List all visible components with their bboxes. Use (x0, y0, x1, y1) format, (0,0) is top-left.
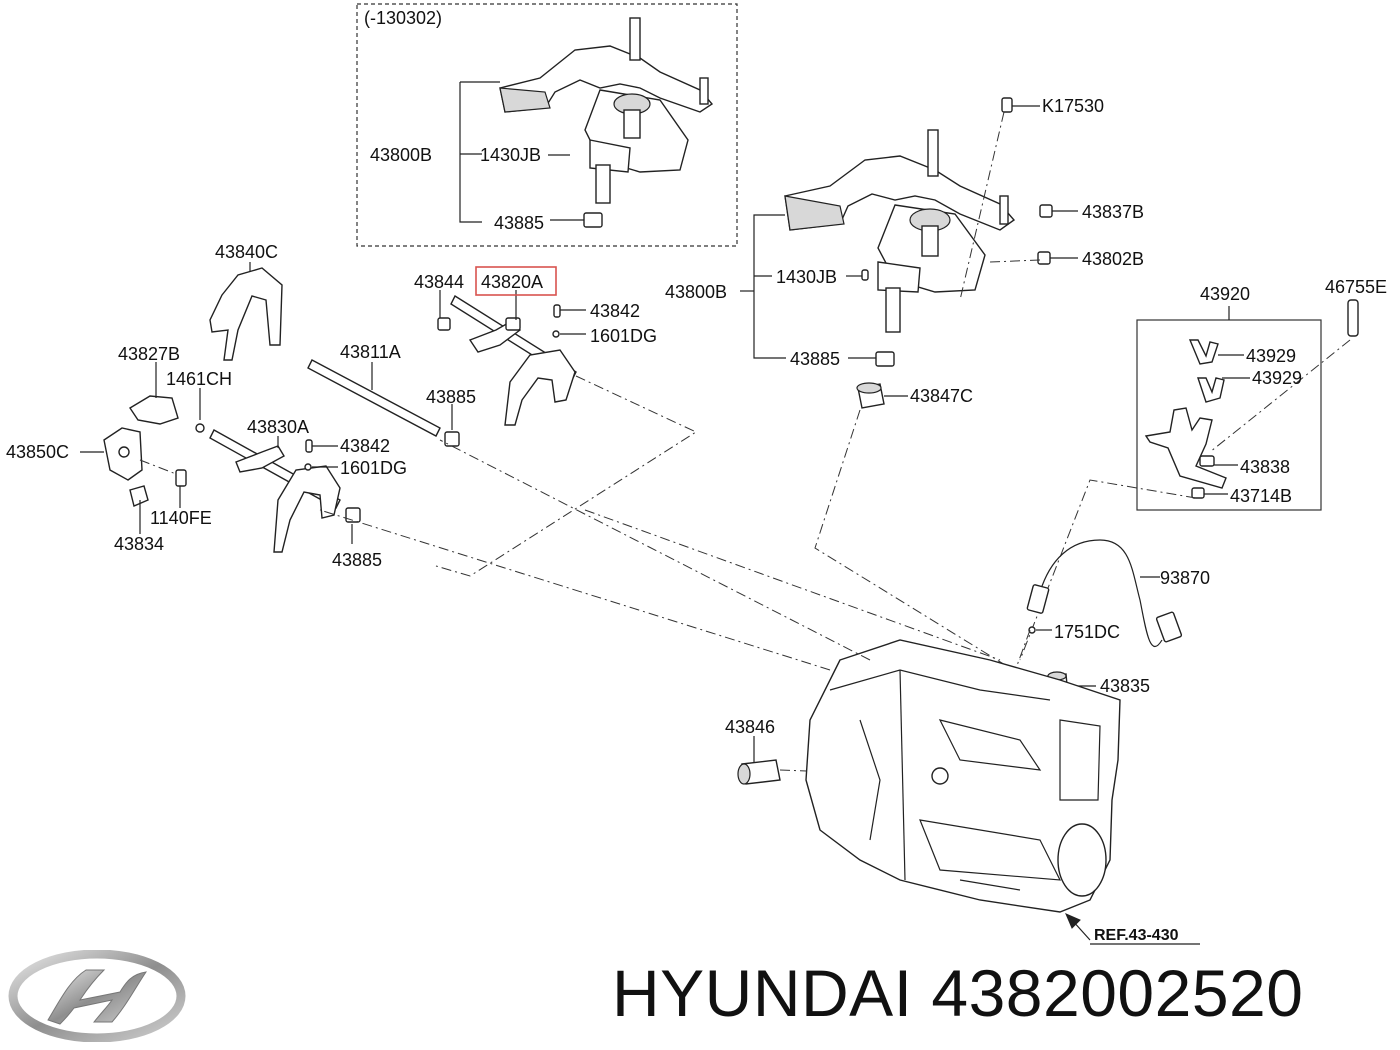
label-1601dg-top: 1601DG (590, 326, 657, 346)
label-43844: 43844 (414, 272, 464, 292)
clip-43929-b (1197, 377, 1225, 403)
label-43885-mid: 43885 (426, 387, 476, 407)
label-k17530: K17530 (1042, 96, 1104, 116)
label-1430jb: 1430JB (776, 267, 837, 287)
label-43820a: 43820A (481, 272, 543, 292)
variant-box-label: (-130302) (364, 8, 442, 28)
label-43929-a: 43929 (1246, 346, 1296, 366)
label-43885-low: 43885 (332, 550, 382, 570)
hyundai-logo (8, 950, 186, 1042)
label-43838: 43838 (1240, 457, 1290, 477)
label-1461ch: 1461CH (166, 369, 232, 389)
part-number: 4382002520 (931, 956, 1304, 1030)
select-lever-bracket (103, 395, 205, 507)
sensor-93870 (1026, 539, 1183, 647)
label-43842-low: 43842 (340, 436, 390, 456)
label-1140fe: 1140FE (150, 508, 212, 528)
part-caption: HYUNDAI 4382002520 (612, 955, 1303, 1031)
shift-rail-43811a (307, 359, 441, 437)
inset-label-1430jb: 1430JB (480, 145, 541, 165)
shift-fork-upper (504, 349, 576, 426)
highlight-box-43820a (475, 266, 557, 296)
reference-label: REF.43-430 (1094, 927, 1179, 944)
label-46755e: 46755E (1325, 277, 1387, 297)
inset-bushing (583, 212, 603, 228)
label-43830a: 43830A (247, 417, 309, 437)
label-43920: 43920 (1200, 284, 1250, 304)
main-shift-lever-assembly (784, 97, 1053, 367)
variant-inset: (-130302) 43800B 1430JB 43885 (356, 3, 738, 247)
label-93870: 93870 (1160, 568, 1210, 588)
label-43835: 43835 (1100, 676, 1150, 696)
bolt-43837b (1039, 204, 1053, 218)
label-43834: 43834 (114, 534, 164, 554)
label-43827b: 43827B (118, 344, 180, 364)
inset-label-43885: 43885 (494, 213, 544, 233)
label-1601dg-low: 1601DG (340, 458, 407, 478)
shift-fork-43840c (209, 267, 283, 361)
label-43885-main: 43885 (790, 349, 840, 369)
label-43847c: 43847C (910, 386, 973, 406)
transmission-housing (319, 439, 1121, 913)
label-43929-b: 43929 (1252, 368, 1302, 388)
bolt-43802b (1037, 251, 1051, 265)
inset-label-43800b: 43800B (370, 145, 432, 165)
shift-rail-43820a (437, 294, 577, 426)
bolt-46755e (1347, 299, 1359, 337)
plug-43844 (437, 317, 451, 331)
inset-lever-post (629, 17, 641, 61)
label-43842-top: 43842 (590, 301, 640, 321)
bolt-1140fe (175, 469, 187, 487)
bolt-k17530 (1001, 97, 1013, 113)
inset-shift-lever-assembly (499, 17, 714, 228)
shift-rail-43830a (209, 429, 361, 553)
label-43837b: 43837B (1082, 202, 1144, 222)
variant-inset-frame (356, 3, 738, 247)
label-43840c: 43840C (215, 242, 278, 262)
label-43714b: 43714B (1230, 486, 1292, 506)
label-43802b: 43802B (1082, 249, 1144, 269)
label-43846: 43846 (725, 717, 775, 737)
clip-43929-a (1188, 339, 1219, 365)
brand-name: HYUNDAI (612, 956, 913, 1030)
label-43811a: 43811A (340, 342, 401, 362)
label-1751dc: 1751DC (1054, 622, 1120, 642)
label-43850c: 43850C (6, 442, 69, 462)
label-43800b: 43800B (665, 282, 727, 302)
detent-plate-43838 (1144, 407, 1227, 489)
